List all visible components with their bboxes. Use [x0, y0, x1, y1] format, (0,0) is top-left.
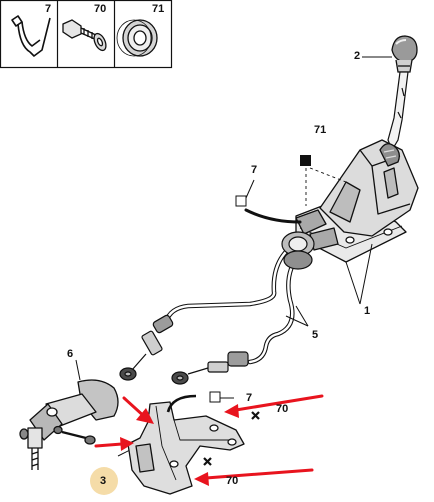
shift-bracket — [127, 394, 245, 495]
inset-grommet-icon — [116, 19, 158, 57]
open-square-icon — [235, 195, 247, 207]
cross-icon — [251, 411, 260, 420]
inset-clip-label: 7 — [45, 3, 52, 15]
knob-label: 2 — [354, 50, 361, 62]
screw-upper-label: 70 — [276, 403, 289, 415]
parts-inset-table — [0, 0, 173, 69]
lever-housing-assembly — [295, 139, 419, 263]
shift-cables — [163, 208, 303, 365]
lever-housing-label: 1 — [364, 305, 371, 317]
inset-clip-icon — [11, 15, 51, 57]
cable-end-fittings — [119, 231, 315, 385]
cable-clip-label: 7 — [251, 164, 258, 176]
inset-screw-label: 70 — [94, 3, 107, 15]
bracket-clip-label: 7 — [246, 392, 253, 404]
reference-dashed-lines — [305, 167, 347, 206]
open-square-icon — [209, 391, 221, 403]
screw-lower-label: 70 — [226, 475, 239, 487]
cross-icon — [203, 457, 212, 466]
part-highlight-circle — [90, 467, 118, 495]
linkage-label: 6 — [67, 348, 74, 360]
gear-knob — [391, 35, 418, 73]
bracket-label: 3 — [100, 475, 107, 487]
cables-label: 5 — [312, 329, 319, 341]
filled-square-icon — [300, 155, 311, 166]
gear-lever-rod — [387, 71, 409, 152]
inset-screw-icon — [62, 19, 107, 52]
inset-grommet-label: 71 — [152, 3, 165, 15]
square-ref-label: 71 — [314, 124, 327, 136]
red-arrows — [94, 394, 324, 486]
selector-linkage — [19, 379, 119, 470]
